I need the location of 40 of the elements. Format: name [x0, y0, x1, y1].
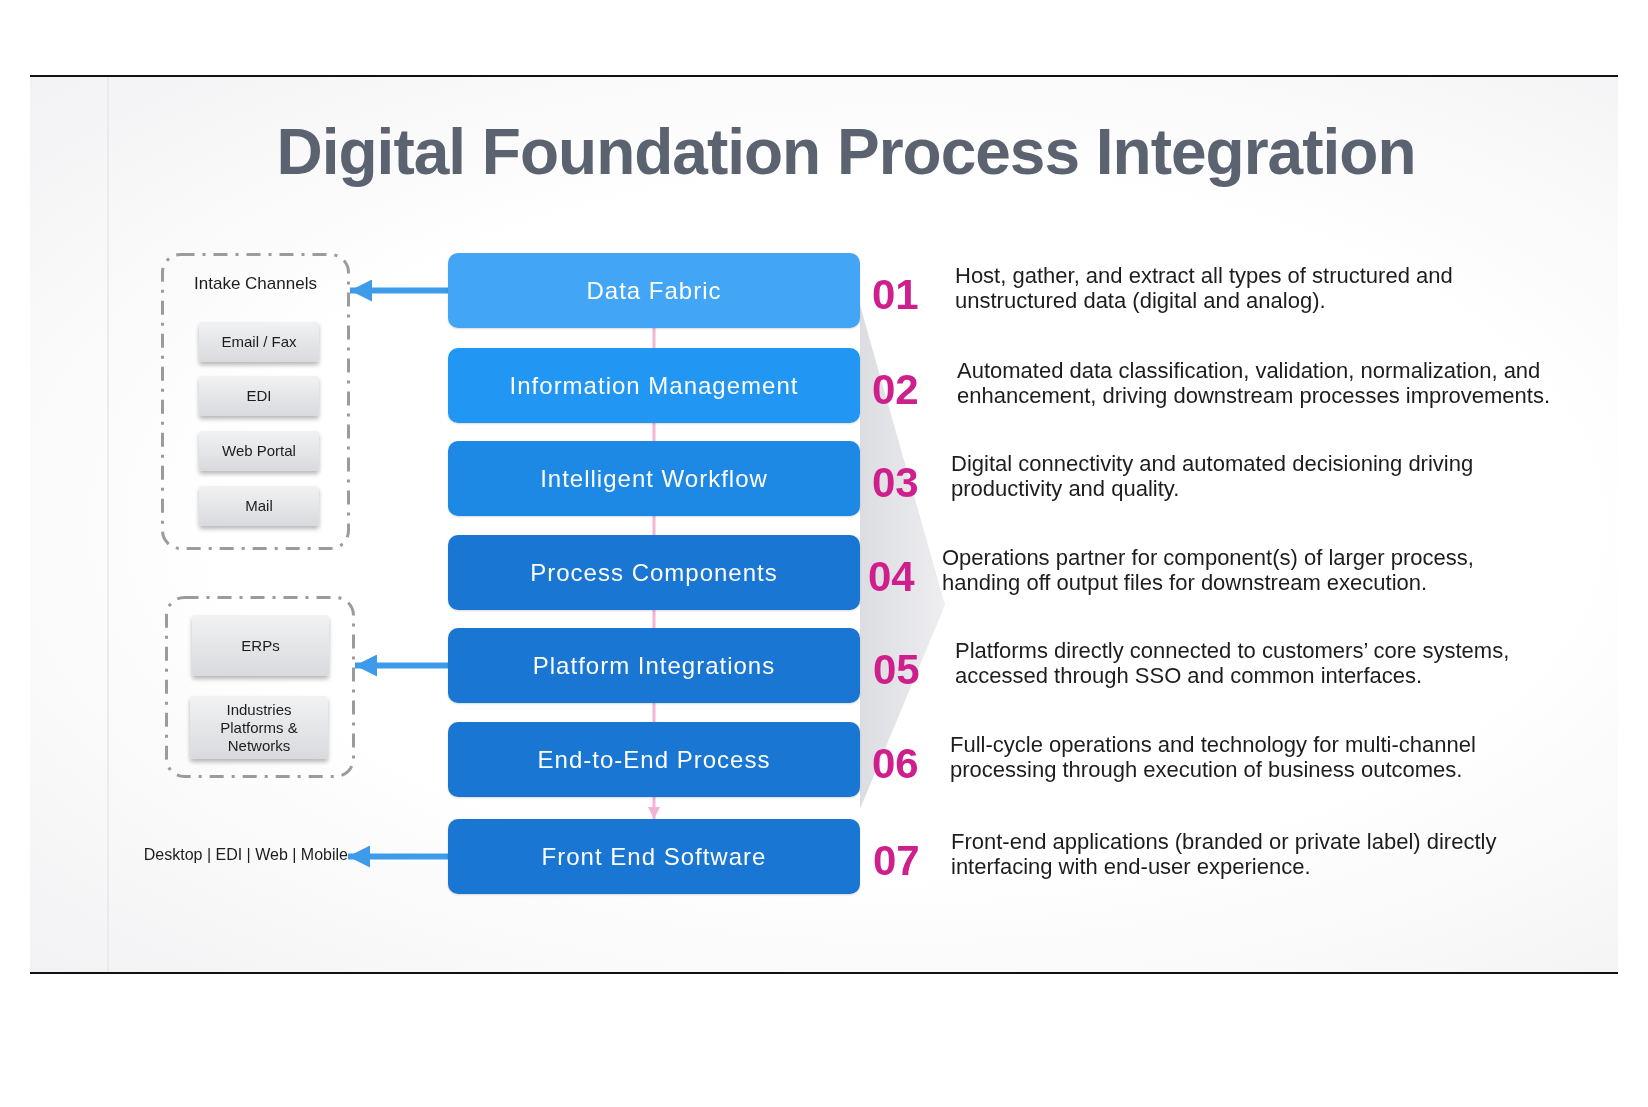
arrow [350, 279, 448, 302]
process-box: Process Components [448, 535, 860, 610]
connector-line [652, 610, 656, 628]
connector-line [652, 516, 656, 535]
channel-list: Desktop | EDI | Web | Mobile [143, 846, 348, 868]
channel-box: Web Portal [199, 431, 319, 471]
group-title: Intake Channels [194, 274, 317, 294]
process-box: Intelligent Workflow [448, 441, 860, 516]
arrow [348, 845, 448, 868]
step-number: 06 [872, 742, 919, 785]
channel-box: Industries Platforms & Networks [190, 696, 328, 759]
arrow [648, 797, 660, 819]
process-box: End-to-End Process [448, 722, 860, 797]
step-description: Full-cycle operations and technology for multi-channel processing through execution of business outcomes. [950, 731, 1477, 782]
channel-box: Email / Fax [199, 322, 319, 362]
step-number: 05 [873, 648, 920, 691]
connector-line [652, 328, 656, 348]
dashed-group [161, 253, 350, 550]
step-description: Front-end applications (branded or private label) directly interfacing with end-user experience. [951, 828, 1498, 879]
channel-box: EDI [199, 376, 319, 416]
process-box: Information Management [448, 348, 860, 423]
step-number: 01 [872, 273, 919, 316]
step-number: 03 [872, 461, 919, 504]
arrow [355, 654, 448, 677]
step-number: 02 [872, 368, 919, 411]
step-number: 04 [868, 555, 915, 598]
step-description: Host, gather, and extract all types of structured and unstructured data (digital and analog). [955, 262, 1454, 313]
step-description: Digital connectivity and automated decisioning driving productivity and quality. [951, 450, 1475, 501]
connector-line [652, 703, 656, 722]
channel-box: ERPs [192, 615, 329, 676]
process-box: Data Fabric [448, 253, 860, 328]
process-box: Platform Integrations [448, 628, 860, 703]
step-description: Operations partner for component(s) of larger process, handing off output files for downstream execution. [942, 544, 1475, 595]
connector-line [652, 423, 656, 441]
channel-box: Mail [199, 486, 319, 526]
process-box: Front End Software [448, 819, 860, 894]
step-number: 07 [873, 839, 920, 882]
step-description: Platforms directly connected to customers’ core systems, accessed through SSO and common interfaces. [955, 637, 1511, 688]
dashed-group [165, 596, 355, 778]
step-description: Automated data classification, validation, normalization, and enhancement, driving downstream processes improvements. [957, 357, 1552, 408]
